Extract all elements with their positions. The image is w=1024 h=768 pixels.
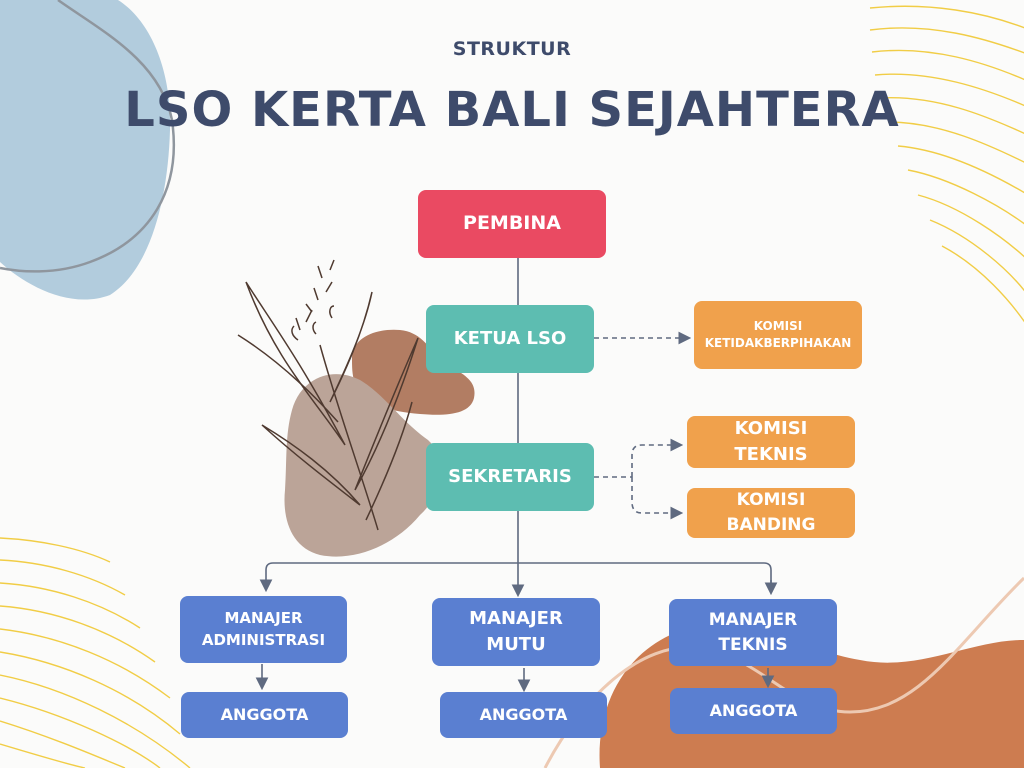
node-komisi-teknis: KOMISI TEKNIS: [687, 416, 855, 468]
subtitle: STRUKTUR: [452, 38, 572, 60]
taupe-blob-large-shape: [284, 374, 442, 557]
node-manajer-teknis: MANAJER TEKNIS: [669, 599, 837, 666]
dashed-connector-to-komisi-banding: [631, 477, 684, 520]
node-komisi-ketidakberpihakan: KOMISI KETIDAKBERPIHAKAN: [694, 301, 862, 369]
connector-manager-bus: [265, 562, 772, 585]
node-manajer-administrasi: MANAJER ADMINISTRASI: [180, 596, 347, 663]
node-manajer-mutu: MANAJER MUTU: [432, 598, 600, 666]
node-sekretaris: SEKRETARIS: [426, 443, 594, 511]
blue-blob-shape: [0, 0, 171, 300]
node-anggota-administrasi: ANGGOTA: [181, 692, 348, 738]
peach-curve-line: [543, 576, 1024, 768]
grey-curve-line: [0, 0, 176, 273]
node-komisi-banding: KOMISI BANDING: [687, 488, 855, 538]
node-ketua-lso: KETUA LSO: [426, 305, 594, 373]
yellow-wave-lines-top-right: [869, 5, 1024, 323]
node-anggota-mutu: ANGGOTA: [440, 692, 607, 738]
node-anggota-teknis: ANGGOTA: [670, 688, 837, 734]
yellow-wave-lines-bottom-left: [0, 537, 191, 768]
page-title: LSO KERTA BALI SEJAHTERA: [124, 82, 900, 138]
node-pembina: PEMBINA: [418, 190, 606, 258]
brown-blob-small-shape: [352, 329, 475, 415]
dashed-connector-to-komisi-teknis: [631, 438, 684, 477]
plant-branch-icon: [237, 259, 419, 531]
